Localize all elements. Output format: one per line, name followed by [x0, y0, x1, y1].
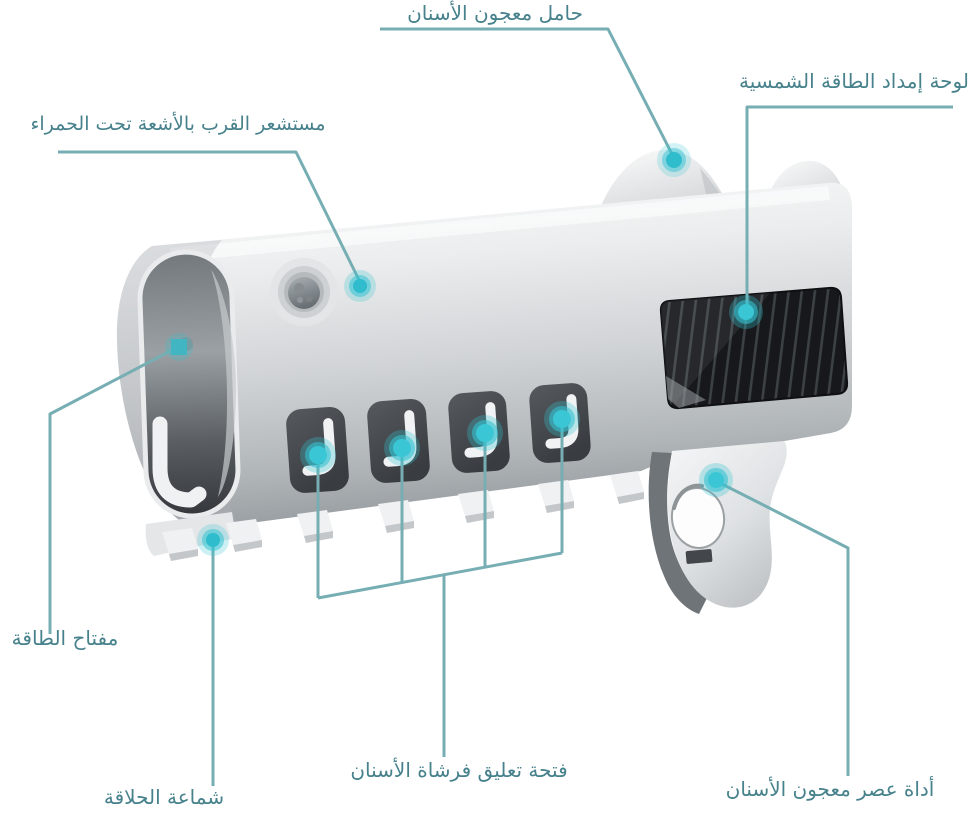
leader-lines [48, 27, 953, 786]
opening-inner-wall [210, 269, 236, 498]
leader-power-switch [48, 346, 177, 634]
label-toothpaste-squeezer: أداة عصر معجون الأسنان [725, 777, 935, 801]
label-solar-panel: لوحة إمداد الطاقة الشمسية [739, 69, 969, 93]
panel-corner-glint [666, 376, 706, 408]
squeezer-handle [648, 441, 787, 614]
marker-ir-sensor [344, 270, 376, 302]
label-power-switch: مفتاح الطاقة [11, 626, 119, 650]
tooth [538, 480, 574, 513]
body-top-highlight [170, 186, 830, 262]
tooth [610, 471, 644, 504]
marker-slot-3 [467, 415, 503, 451]
lens-speckle [294, 283, 304, 293]
handle-hole-lip [672, 483, 704, 510]
leader-ir-sensor [58, 150, 362, 283]
marker-slot-2 [384, 430, 420, 466]
tooth [458, 490, 494, 523]
marker-slot-4 [544, 401, 580, 437]
leader-squeezer [715, 479, 850, 776]
ir-sensor [270, 258, 367, 326]
marker-squeezer [699, 463, 733, 497]
marker-shaver-hanger [197, 524, 229, 556]
marker-slot-1 [300, 437, 336, 473]
tooth [378, 500, 414, 533]
handle-slot [685, 549, 713, 564]
marker-power-switch [165, 333, 193, 361]
label-toothpaste-holder: حامل معجون الأسنان [407, 1, 583, 25]
tooth [226, 519, 262, 552]
lens-speckle [305, 294, 313, 302]
tooth [297, 510, 333, 543]
label-toothbrush-hanging-slot: فتحة تعليق فرشاة الأسنان [350, 758, 568, 782]
leader-toothpaste-holder [380, 27, 676, 159]
handle-hole [670, 487, 726, 549]
marker-solar-panel [729, 295, 763, 329]
lens-speckle [297, 297, 303, 303]
label-ir-proximity-sensor: مستشعر القرب بالأشعة تحت الحمراء [30, 113, 326, 135]
tooth [162, 528, 198, 561]
leader-solar-panel [745, 105, 953, 310]
leader-slot-bus [317, 551, 563, 600]
handle-strap [648, 452, 708, 614]
marker-dots [165, 143, 763, 556]
handle-grip [667, 441, 787, 608]
shaver-hook [152, 416, 207, 508]
panel-face [659, 286, 849, 410]
label-shaver-hanger: شماعة الحلاقة [103, 785, 225, 809]
sensor-lens [288, 277, 320, 309]
marker-toothpaste-holder [657, 143, 691, 177]
